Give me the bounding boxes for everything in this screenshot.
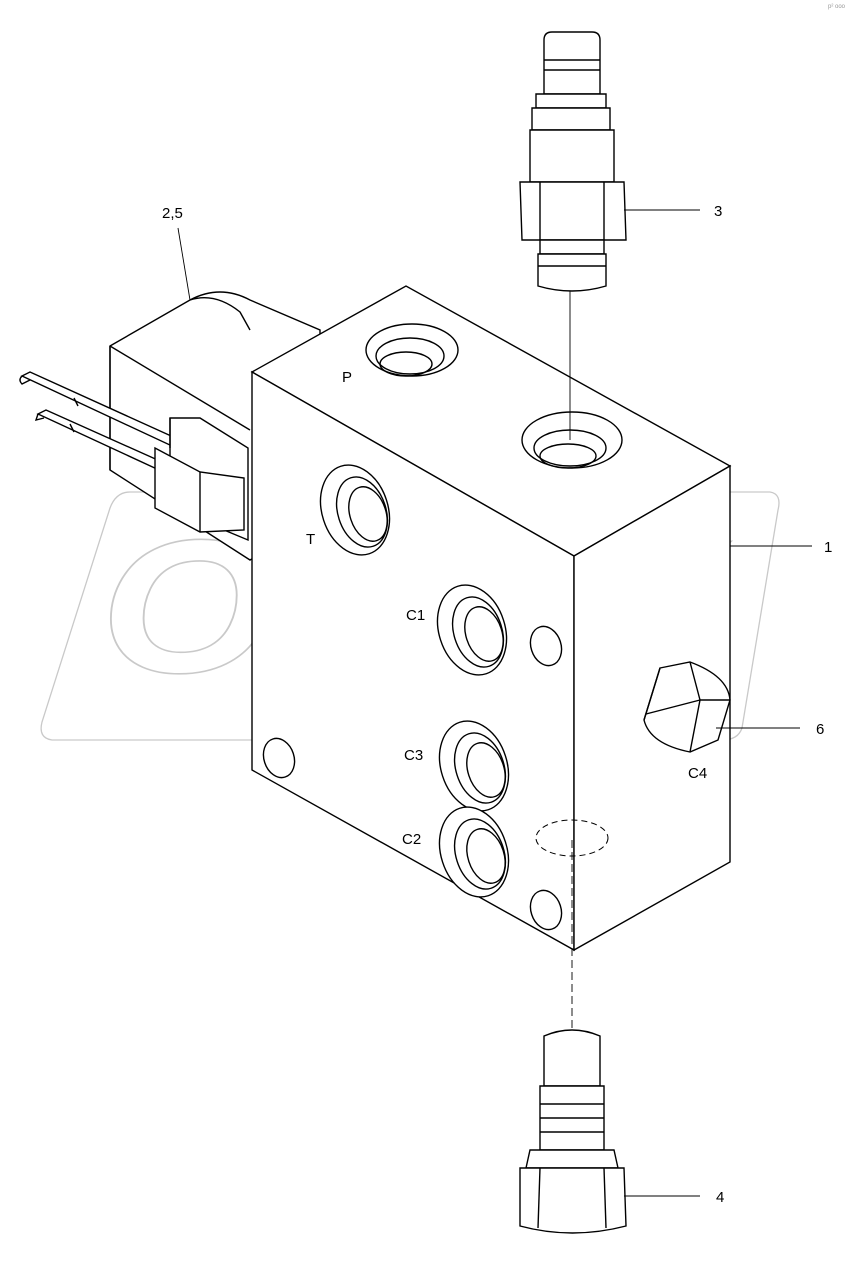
callout-2-5: 2,5 xyxy=(162,205,183,222)
callout-6: 6 xyxy=(816,721,824,738)
port-label-c3: C3 xyxy=(404,747,423,764)
port-label-c2: C2 xyxy=(402,831,421,848)
port-c2-bore xyxy=(438,806,510,898)
port-c3-bore xyxy=(438,720,510,812)
port-t-bore xyxy=(319,464,391,556)
port-label-c4: C4 xyxy=(688,765,707,782)
corner-mark: p² ooo xyxy=(827,4,845,10)
callout-1: 1 xyxy=(824,539,832,556)
bottom-fitting xyxy=(519,840,627,1234)
callout-3: 3 xyxy=(714,203,722,220)
port-label-p: P xyxy=(342,369,352,386)
mounting-hole xyxy=(262,737,296,779)
port-label-c1: C1 xyxy=(406,607,425,624)
plug-c4 xyxy=(643,661,731,753)
port-label-t: T xyxy=(306,531,315,548)
mounting-hole xyxy=(529,889,563,931)
mounting-hole xyxy=(529,625,563,667)
port-c1-bore xyxy=(436,584,508,676)
port-sensor-bore xyxy=(521,411,623,469)
port-p-bore xyxy=(365,323,459,377)
pressure-sensor xyxy=(519,31,627,440)
leader-lines xyxy=(177,209,812,1197)
callout-4: 4 xyxy=(716,1189,724,1206)
solenoid-connector xyxy=(154,417,249,542)
